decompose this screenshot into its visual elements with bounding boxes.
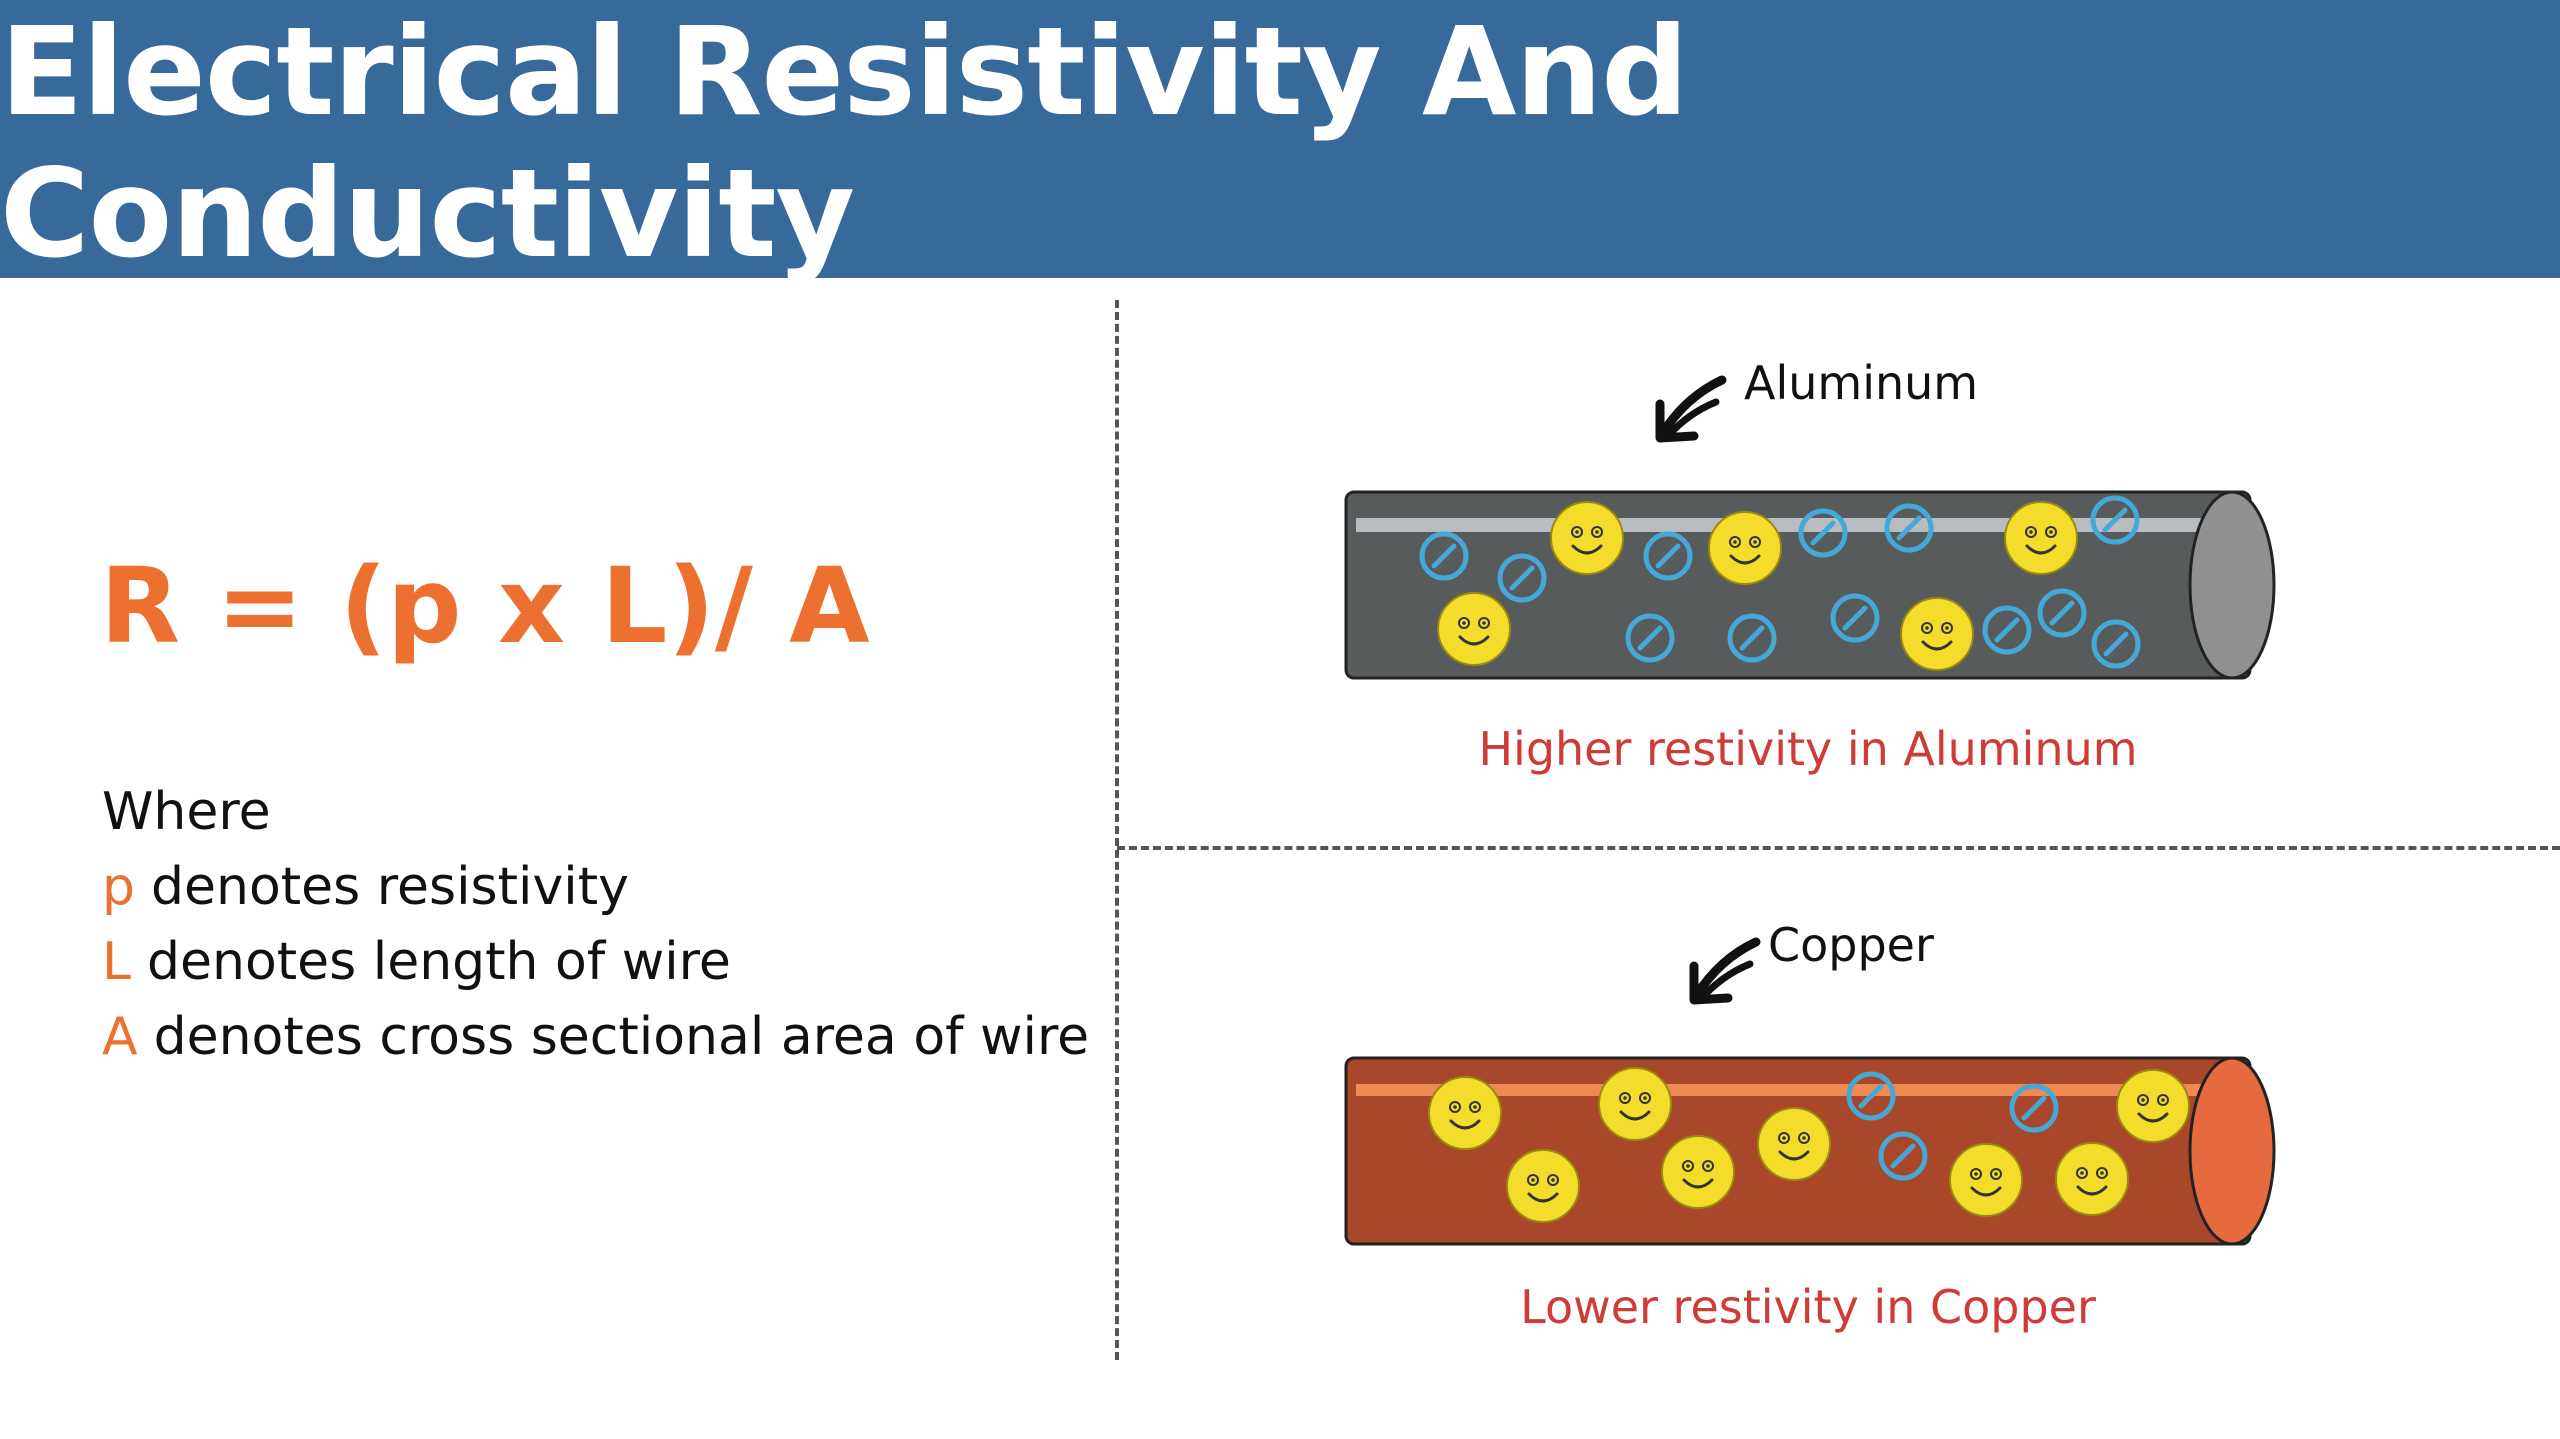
legend-symbol: L bbox=[102, 932, 131, 992]
electron-icon bbox=[1756, 1106, 1832, 1182]
electron-icon bbox=[2054, 1141, 2130, 1217]
electron-icon bbox=[2115, 1068, 2191, 1144]
legend-symbol: p bbox=[102, 857, 136, 917]
copper-wire-end bbox=[2188, 1056, 2276, 1246]
aluminum-wire-end bbox=[2188, 490, 2276, 680]
electron-icon bbox=[1549, 500, 1625, 576]
electron-icon bbox=[1597, 1066, 1673, 1142]
resistance-formula: R = (p x L)/ A bbox=[100, 545, 870, 667]
page-title: Electrical Resistivity And Conductivity bbox=[0, 1, 1689, 285]
aluminum-arrow-icon bbox=[1660, 380, 1722, 438]
aluminum-wire bbox=[1344, 380, 2276, 680]
electron-icon bbox=[1948, 1142, 2024, 1218]
legend-text: denotes length of wire bbox=[146, 932, 731, 992]
aluminum-caption: Higher restivity in Aluminum bbox=[1478, 722, 2138, 776]
copper-caption: Lower restivity in Copper bbox=[1520, 1280, 2096, 1334]
electron-icon bbox=[1707, 510, 1783, 586]
copper-wire bbox=[1344, 942, 2276, 1246]
electron-icon bbox=[1660, 1134, 1736, 1210]
legend-symbol: A bbox=[102, 1007, 138, 1067]
aluminum-label: Aluminum bbox=[1744, 356, 1979, 410]
horizontal-divider bbox=[1117, 846, 2560, 850]
legend-where: Where bbox=[102, 782, 271, 842]
electron-icon bbox=[2003, 500, 2079, 576]
copper-label: Copper bbox=[1768, 918, 1934, 972]
electron-icon bbox=[1505, 1148, 1581, 1224]
vertical-divider bbox=[1115, 300, 1119, 1360]
legend-text: denotes resistivity bbox=[151, 857, 629, 917]
electron-icon bbox=[1427, 1075, 1503, 1151]
electron-icon bbox=[1899, 596, 1975, 672]
electron-icon bbox=[1436, 591, 1512, 667]
copper-arrow-icon bbox=[1694, 942, 1756, 1000]
legend-text: denotes cross sectional area of wire bbox=[153, 1007, 1090, 1067]
title-banner: Electrical Resistivity And Conductivity bbox=[0, 0, 2560, 285]
